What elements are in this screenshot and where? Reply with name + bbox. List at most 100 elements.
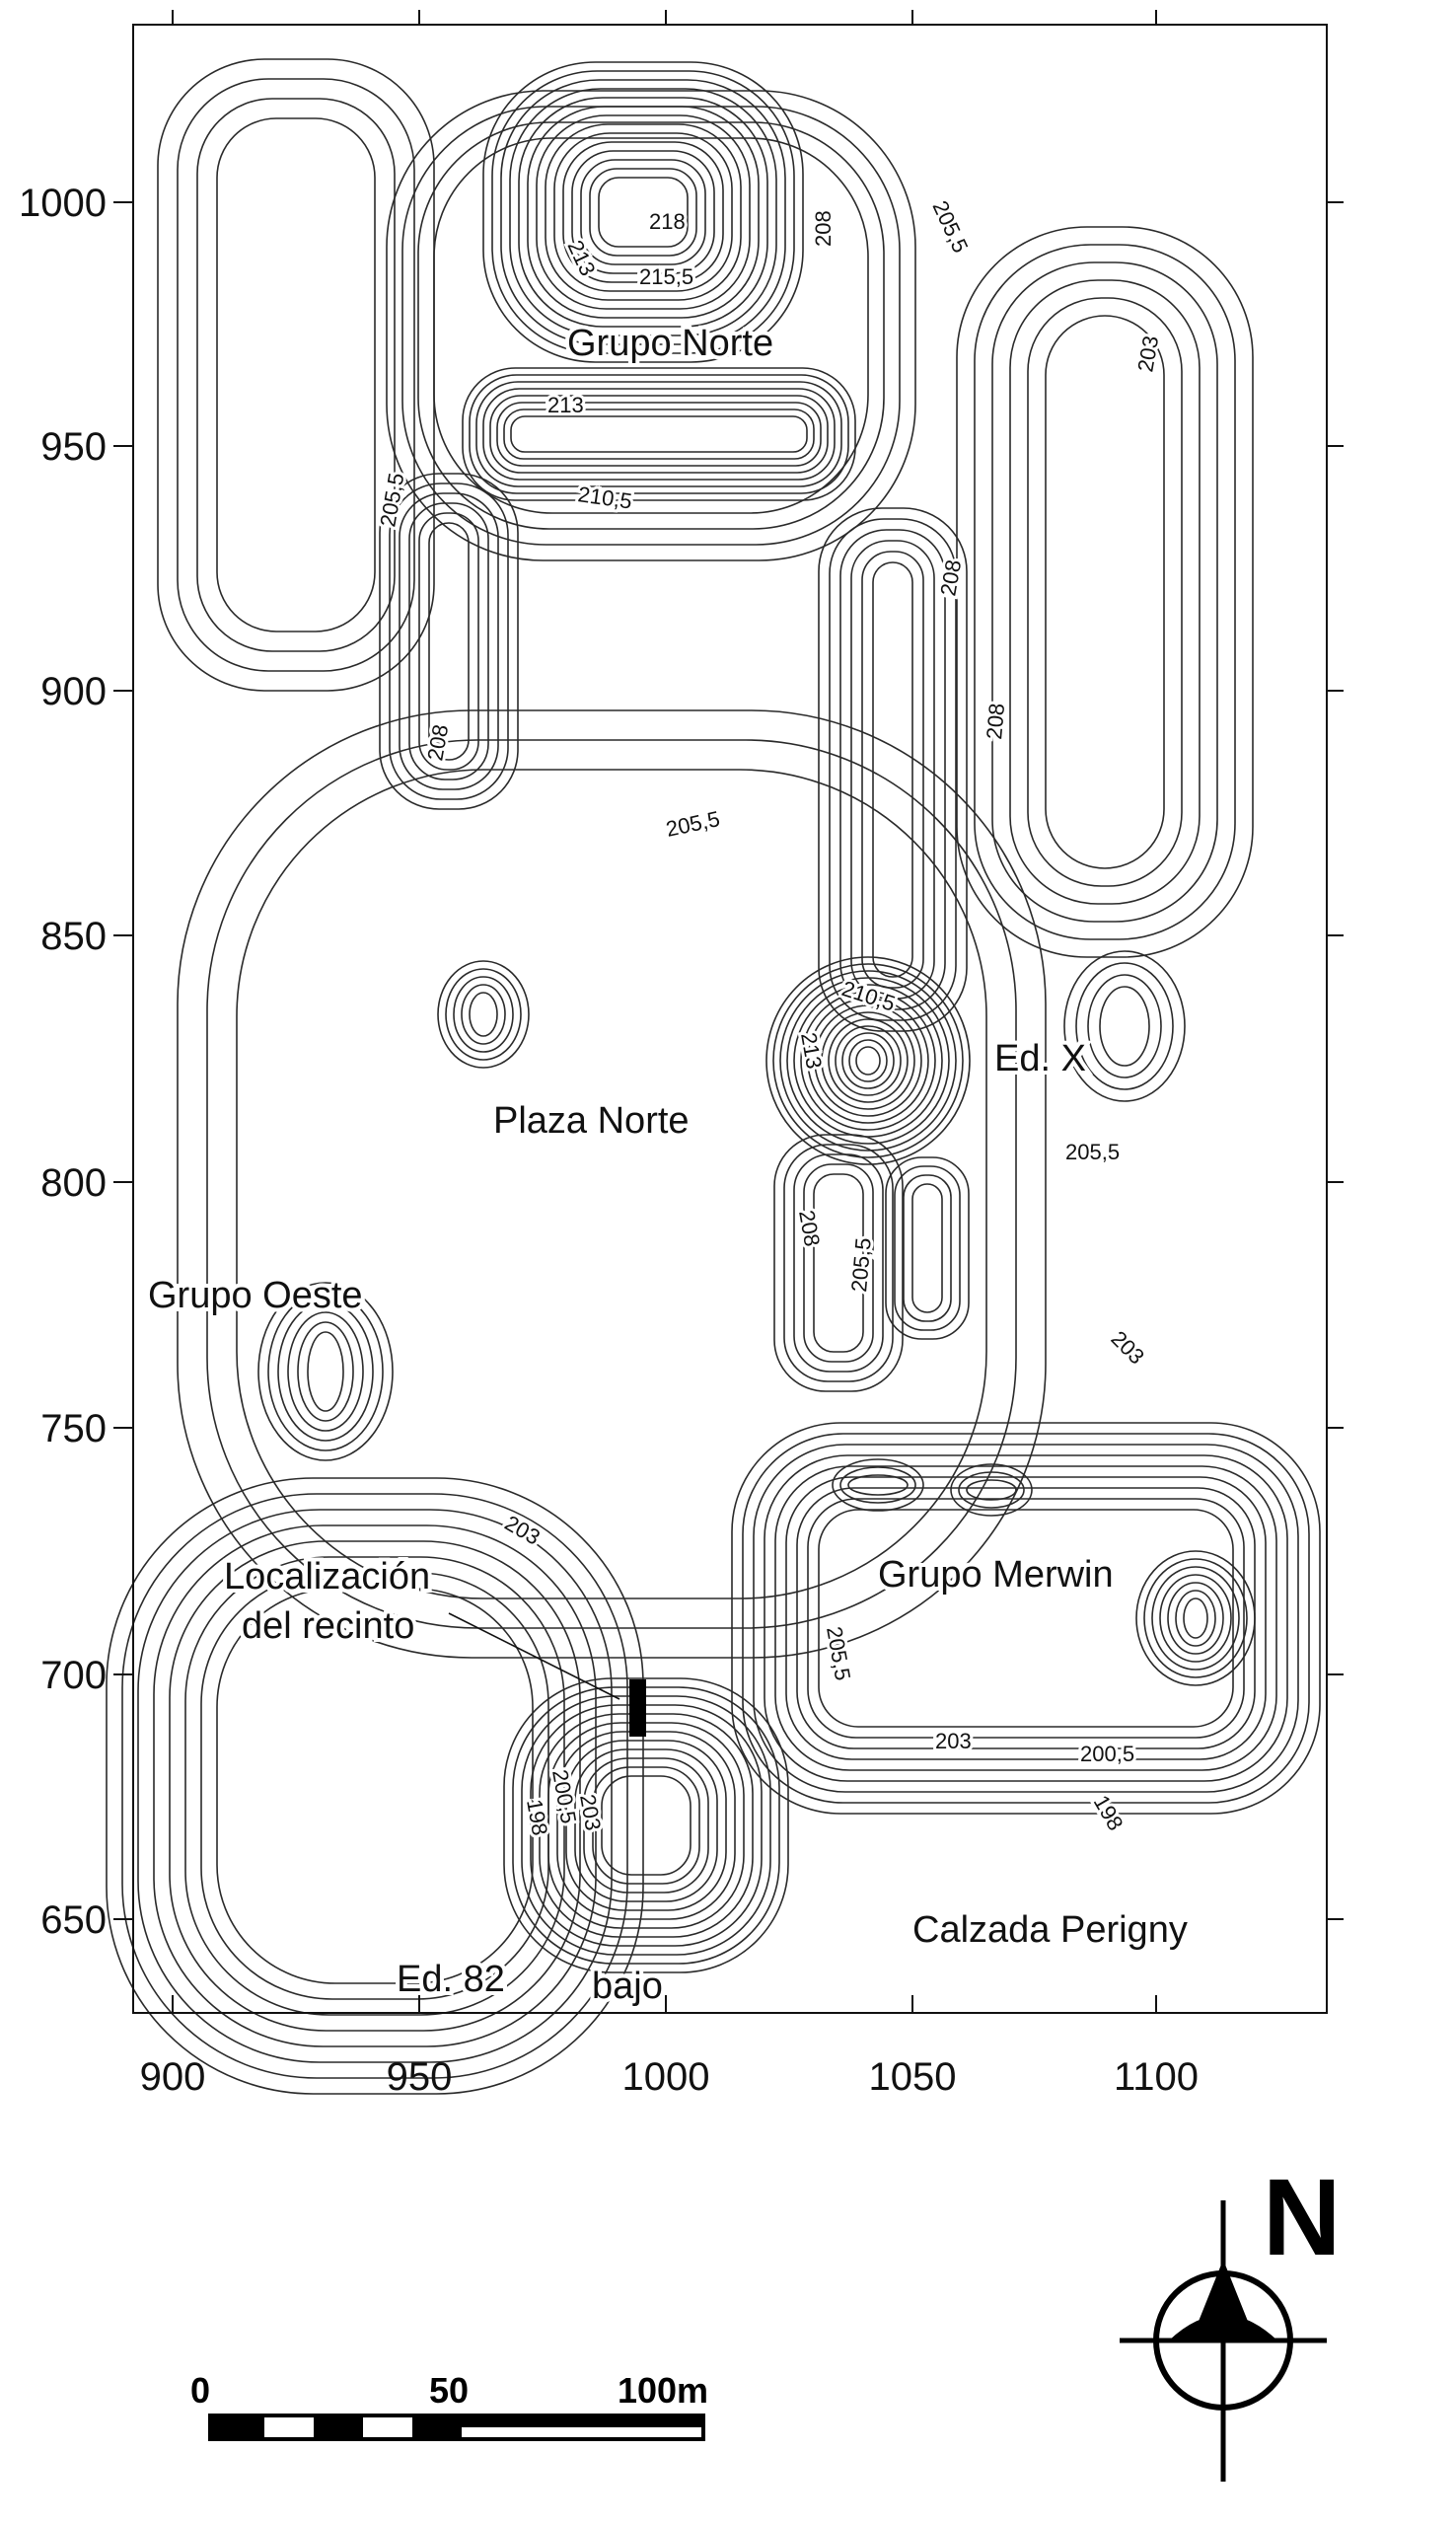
contour-label: 215,5 (639, 264, 693, 289)
contour-line (287, 1311, 364, 1432)
contour-line (196, 98, 396, 652)
y-axis-labels: 1000 950 900 850 800 750 700 650 (19, 182, 107, 1942)
contour-label: 198 (522, 1798, 552, 1838)
contour-label: 213 (547, 393, 584, 417)
contour-line (796, 1487, 1256, 1749)
contour-line (807, 998, 929, 1124)
contour-line (184, 1556, 565, 2016)
contour-label: 205,5 (664, 806, 722, 842)
contour-label: 208 (935, 557, 966, 598)
contour-line (855, 1046, 881, 1076)
y-tick-label: 900 (40, 670, 107, 713)
contour-line (257, 1282, 394, 1461)
contour-line (850, 540, 935, 1000)
contour-line (814, 1004, 922, 1117)
contour-line (482, 388, 836, 481)
contour-line (903, 1174, 952, 1322)
contour-label: 218 (649, 209, 686, 234)
contour-line (783, 1144, 894, 1382)
contour-line (765, 956, 971, 1165)
contour-line (453, 976, 514, 1053)
leader-line (448, 1612, 620, 1700)
label-plaza-norte: Plaza Norte (493, 1100, 690, 1142)
y-tick-label: 750 (40, 1407, 107, 1450)
y-tick-label: 950 (40, 425, 107, 469)
contour-line (437, 960, 530, 1069)
contour-line (496, 402, 822, 467)
contour-line (911, 1183, 943, 1313)
contour-label: 203 (1132, 334, 1163, 374)
contour-line (807, 1498, 1245, 1739)
contour-line (861, 551, 924, 989)
contour-line (482, 61, 804, 363)
scale-label-0: 0 (190, 2370, 210, 2411)
label-ed-x: Ed. X (994, 1038, 1086, 1079)
contour-line (785, 1476, 1267, 1760)
contour-label: 203 (575, 1793, 606, 1833)
contour-line (518, 97, 768, 328)
contour-line (991, 261, 1218, 923)
contour-line (565, 1740, 727, 1911)
x-axis-labels: 900 950 1000 1050 1100 (140, 2055, 1199, 2099)
contour-line (589, 168, 697, 257)
contour-line (475, 381, 842, 487)
contour-label: 208 (982, 703, 1009, 741)
contour-line (418, 512, 479, 771)
contour-label: 203 (501, 1511, 545, 1550)
contour-line (1167, 1582, 1224, 1655)
contour-line (307, 1331, 344, 1412)
y-tick-label: 1000 (19, 182, 107, 225)
contour-line (1183, 1597, 1208, 1639)
contour-label: 208 (811, 210, 836, 247)
contour-line (818, 507, 968, 1032)
contour-line (731, 1422, 1321, 1815)
contour-line (216, 1588, 534, 1984)
contour-line (580, 159, 706, 265)
contour-line (742, 1433, 1310, 1804)
contour-line (417, 121, 885, 530)
north-label: N (1263, 2157, 1341, 2278)
contour-line (1009, 279, 1201, 905)
contour-line (121, 1493, 628, 2079)
y-tick-label: 700 (40, 1654, 107, 1697)
contour-line (839, 1466, 916, 1504)
contour-line (828, 1018, 909, 1103)
contour-line (389, 483, 509, 800)
contour-line (236, 769, 987, 1599)
contour-line (956, 226, 1254, 958)
contour-line (592, 1766, 700, 1885)
north-arrow-icon: N (1120, 2157, 1341, 2482)
x-tick-label: 1000 (622, 2055, 710, 2099)
contour-line (1063, 950, 1186, 1102)
label-bajo: bajo (592, 1966, 663, 2007)
contour-lines (106, 58, 1321, 2095)
contour-line (545, 123, 742, 301)
contour-line (966, 1479, 1017, 1501)
contour-line (379, 473, 519, 810)
contour-line (1175, 1590, 1216, 1647)
scale-bar: 0 50 100m (190, 2370, 708, 2441)
contour-label: 200,5 (1080, 1742, 1134, 1766)
contour-line (571, 150, 715, 274)
contour-line (267, 1292, 384, 1451)
contour-line (847, 1474, 909, 1496)
contour-line (153, 1524, 597, 2047)
location-marker (629, 1679, 646, 1737)
contour-line (510, 415, 808, 453)
contour-line (277, 1301, 374, 1442)
contour-line (835, 1025, 902, 1096)
place-labels: Grupo Norte Plaza Norte Ed. X Grupo Oest… (144, 319, 1192, 2011)
contour-line (509, 88, 777, 336)
contour-line (774, 1465, 1277, 1771)
label-grupo-norte: Grupo Norte (567, 323, 773, 364)
contour-line (1075, 962, 1174, 1090)
contour-line (106, 1477, 644, 2095)
x-tick-label: 1050 (869, 2055, 957, 2099)
contour-line (950, 1463, 1033, 1517)
contour-label: 203 (935, 1729, 972, 1753)
y-tick-label: 800 (40, 1161, 107, 1205)
y-tick-label: 650 (40, 1898, 107, 1942)
contour-line (839, 529, 946, 1010)
contour-line (803, 1163, 874, 1363)
contour-line (445, 968, 522, 1061)
